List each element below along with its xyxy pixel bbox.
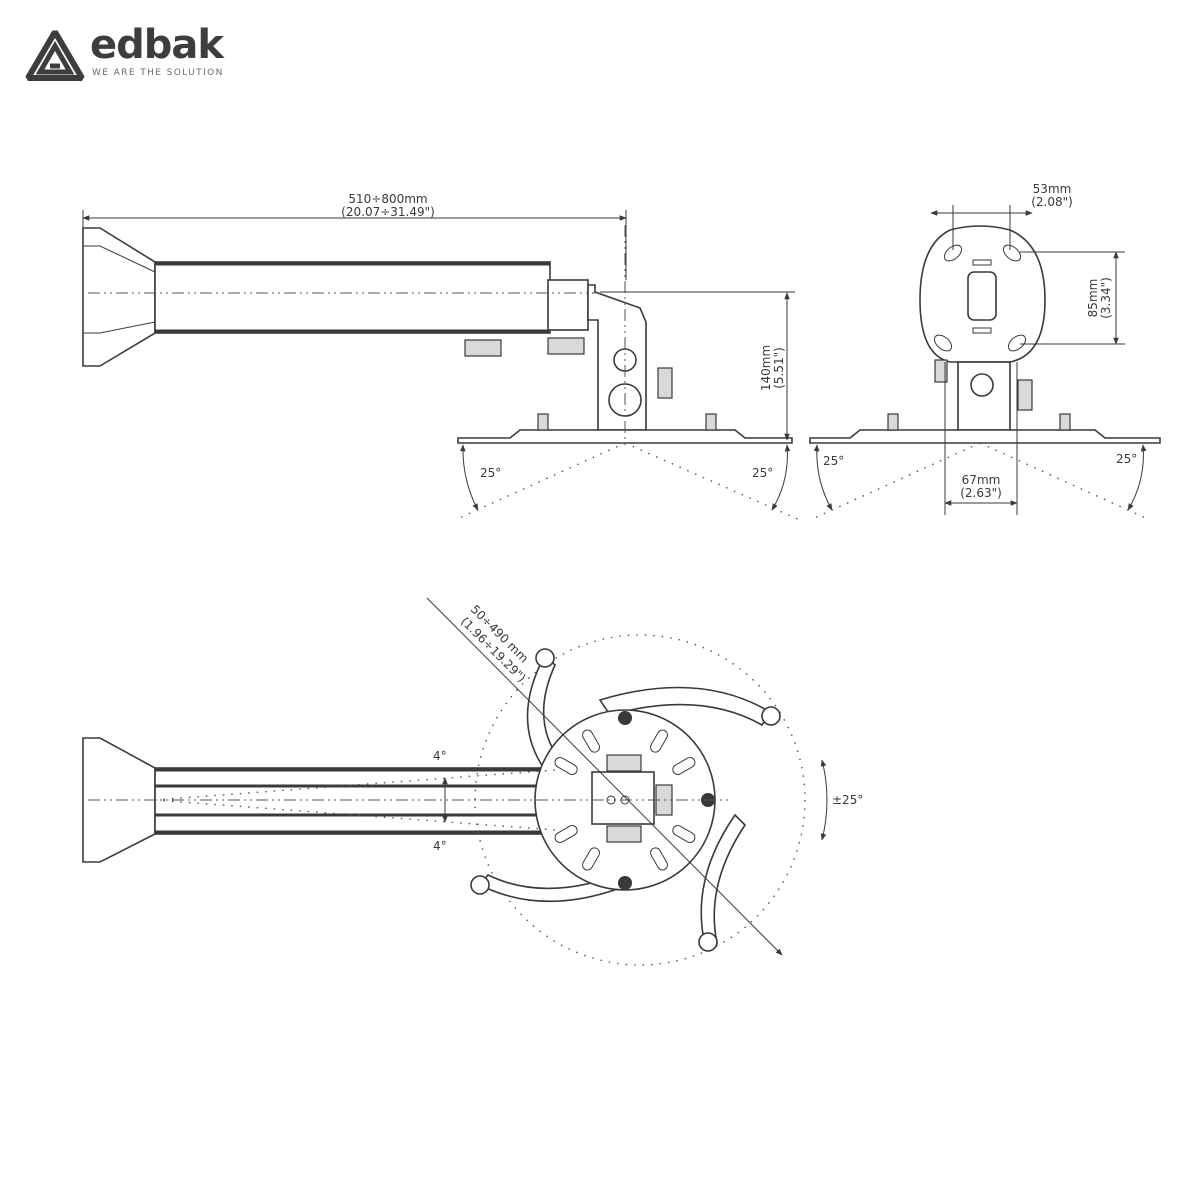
adjust-knob [464,339,502,357]
plate-height-in: (3.34") [1099,277,1113,319]
height-mm: 140mm [759,345,773,391]
front-view: 53mm (2.08") 85mm (3.34") 67mm (2.63") 2… [809,182,1161,521]
radius-dimension-line [426,597,783,956]
edbak-logo-icon [25,30,85,81]
height-in: (5.51") [772,347,786,389]
front-tilt-left-angle: 25° [823,454,844,468]
angle-top: 4° [433,749,447,763]
extension-arm [154,261,551,334]
tilt-right-angle: 25° [752,466,773,480]
angle-bottom: 4° [433,839,447,853]
width-mm: 53mm [1033,182,1072,196]
projector-plate [919,225,1046,363]
wall-bracket [82,227,156,367]
arm-length-mm: 510÷800mm [348,192,427,206]
tilt-left-angle: 25° [480,466,501,480]
rotation-angle: ±25° [832,793,863,807]
brand-logo: edbak WE ARE THE SOLUTION [24,22,234,84]
adjust-knob [547,337,585,355]
base-width-in: (2.63") [960,486,1002,500]
tilt-head [587,284,647,431]
front-mounting-plate [809,429,1161,444]
top-head-block [591,771,655,825]
base-width-mm: 67mm [962,473,1001,487]
width-in: (2.08") [1031,195,1073,209]
top-extension-arm [154,767,556,835]
plate-height-mm: 85mm [1086,279,1100,318]
top-view: 4° 4° 50÷490 mm (1.96÷19.29") ±25° [82,597,863,966]
arm-length-in: (20.07÷31.49") [341,205,435,219]
brand-name: edbak [90,22,224,68]
brand-tagline: WE ARE THE SOLUTION [92,68,224,78]
side-view: 510÷800mm (20.07÷31.49") 140mm (5.51") 2… [82,192,801,521]
front-tilt-right-angle: 25° [1116,452,1137,466]
mounting-plate [457,429,793,444]
swing-radius-circle [474,634,806,966]
